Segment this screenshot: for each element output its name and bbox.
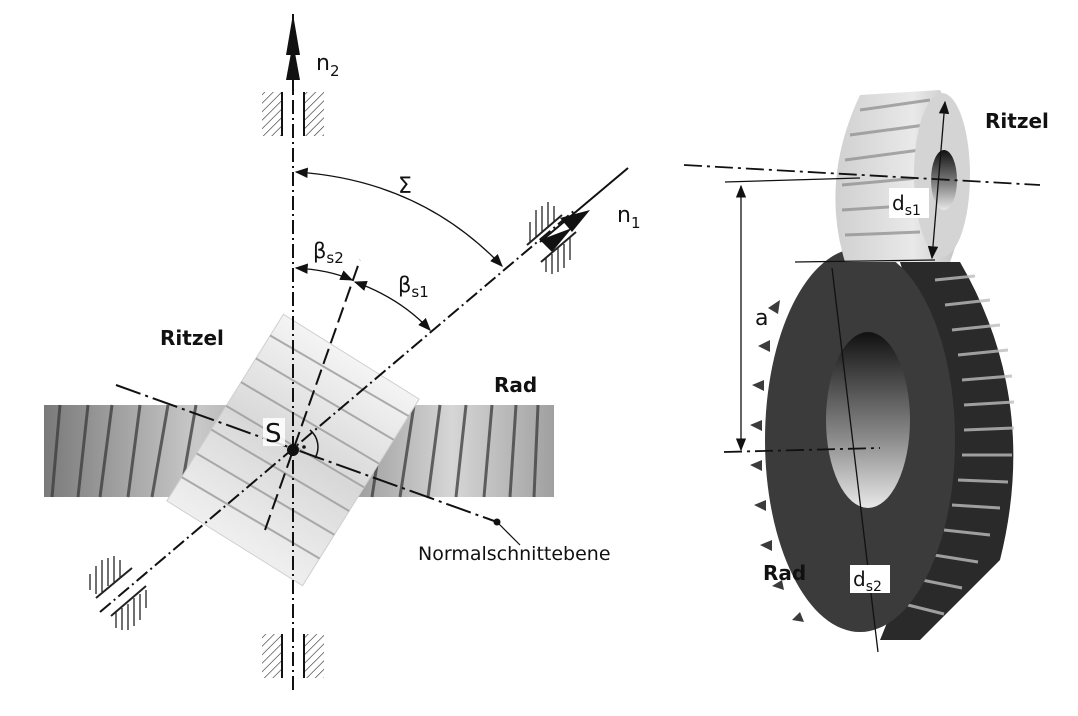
left-view: n2 n1 Σ βs2 βs1 Ritzel Rad S Normalschni… — [44, 14, 641, 690]
lower-inclined-bearing-icon — [89, 556, 147, 630]
ritzel-axis-line — [99, 209, 576, 613]
rad-label-left: Rad — [494, 373, 537, 397]
normal-plane-label: Normalschnittebene — [418, 543, 611, 565]
point-s-label: S — [265, 419, 282, 449]
upper-inclined-bearing-icon — [526, 202, 577, 274]
beta-s1-label: βs1 — [398, 273, 429, 301]
beta-s1-angle-arc — [353, 281, 431, 331]
ritzel-pinion-3d — [835, 90, 970, 262]
ds1-label: ds1 — [892, 191, 921, 219]
n1-arrow — [539, 167, 629, 243]
ritzel-axis-line-3d — [683, 164, 1041, 186]
a-label: a — [755, 306, 768, 331]
bottom-bearing-icon — [262, 634, 324, 678]
sigma-angle-arc — [294, 167, 503, 267]
n2-label: n2 — [316, 51, 340, 80]
n1-label: n1 — [617, 203, 641, 232]
sigma-label: Σ — [398, 174, 412, 199]
ritzel-label-left: Ritzel — [160, 326, 224, 350]
rad-bore — [826, 332, 910, 508]
ds1-dimension — [927, 100, 950, 260]
rad-wheel-3d — [750, 248, 1015, 640]
normal-section-plane-line — [115, 384, 498, 523]
top-bearing-icon — [262, 92, 324, 136]
tooth-direction-line — [264, 259, 361, 531]
beta-s2-label: βs2 — [313, 239, 344, 267]
point-s-marker — [287, 444, 299, 456]
right-view: Ritzel a ds1 ds2 Rad — [683, 90, 1049, 653]
ritzel-label-right: Ritzel — [985, 109, 1049, 133]
beta-s2-angle-arc — [294, 263, 354, 281]
rad-label-right: Rad — [763, 561, 806, 585]
ds2-label: ds2 — [853, 567, 882, 595]
